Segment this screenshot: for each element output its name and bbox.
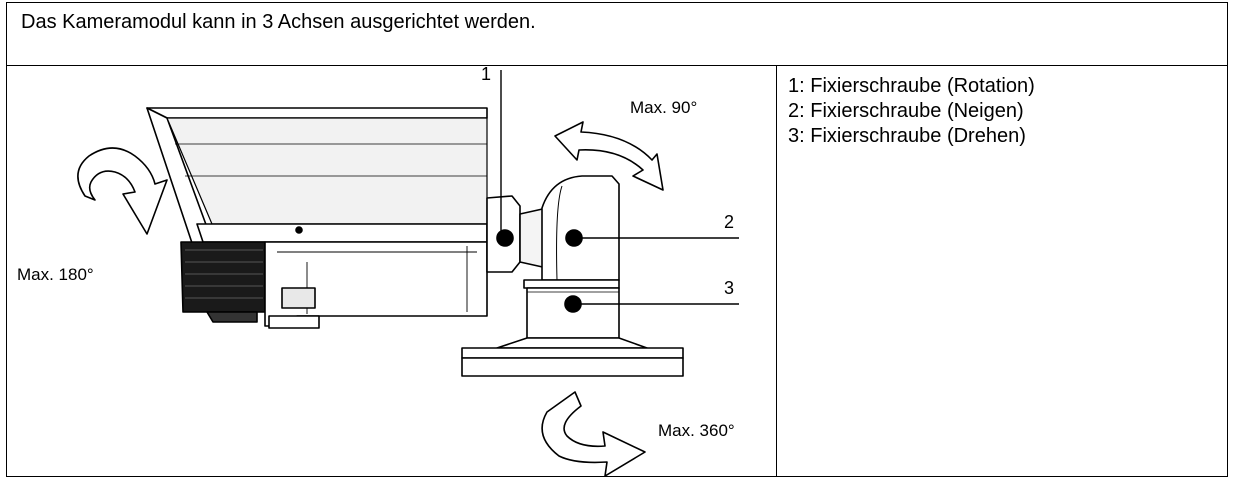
- tilt-angle-label: Max. 90°: [630, 98, 697, 117]
- legend-item-tilt: 2: Fixierschraube (Neigen): [788, 100, 1024, 122]
- header-cell: Das Kameramodul kann in 3 Achsen ausgeri…: [6, 2, 1228, 66]
- pan-angle-label: Max. 360°: [658, 421, 735, 440]
- callout-1: 1: [481, 66, 491, 84]
- tilt-arrow-icon: [554, 121, 664, 191]
- rotation-arrow-icon: [77, 147, 168, 235]
- callout-2: 2: [724, 212, 734, 232]
- legend-item-rotation: 1: Fixierschraube (Rotation): [788, 75, 1035, 97]
- camera-housing: [146, 107, 488, 329]
- rotation-angle-label: Max. 180°: [17, 265, 94, 284]
- callout-3: 3: [724, 278, 734, 298]
- header-text: Das Kameramodul kann in 3 Achsen ausgeri…: [21, 11, 536, 33]
- camera-diagram: 1 2 3 Max. 90° Max. 180° Max. 360°: [17, 66, 739, 476]
- camera-figure-cell: 1 2 3 Max. 90° Max. 180° Max. 360°: [6, 65, 777, 477]
- camera-mount: [461, 175, 684, 377]
- pan-arrow-icon: [541, 391, 646, 476]
- legend-list: 1: Fixierschraube (Rotation) 2: Fixiersc…: [775, 66, 1227, 149]
- legend-item-pan: 3: Fixierschraube (Drehen): [788, 125, 1026, 147]
- legend-cell: 1: Fixierschraube (Rotation) 2: Fixiersc…: [775, 65, 1228, 477]
